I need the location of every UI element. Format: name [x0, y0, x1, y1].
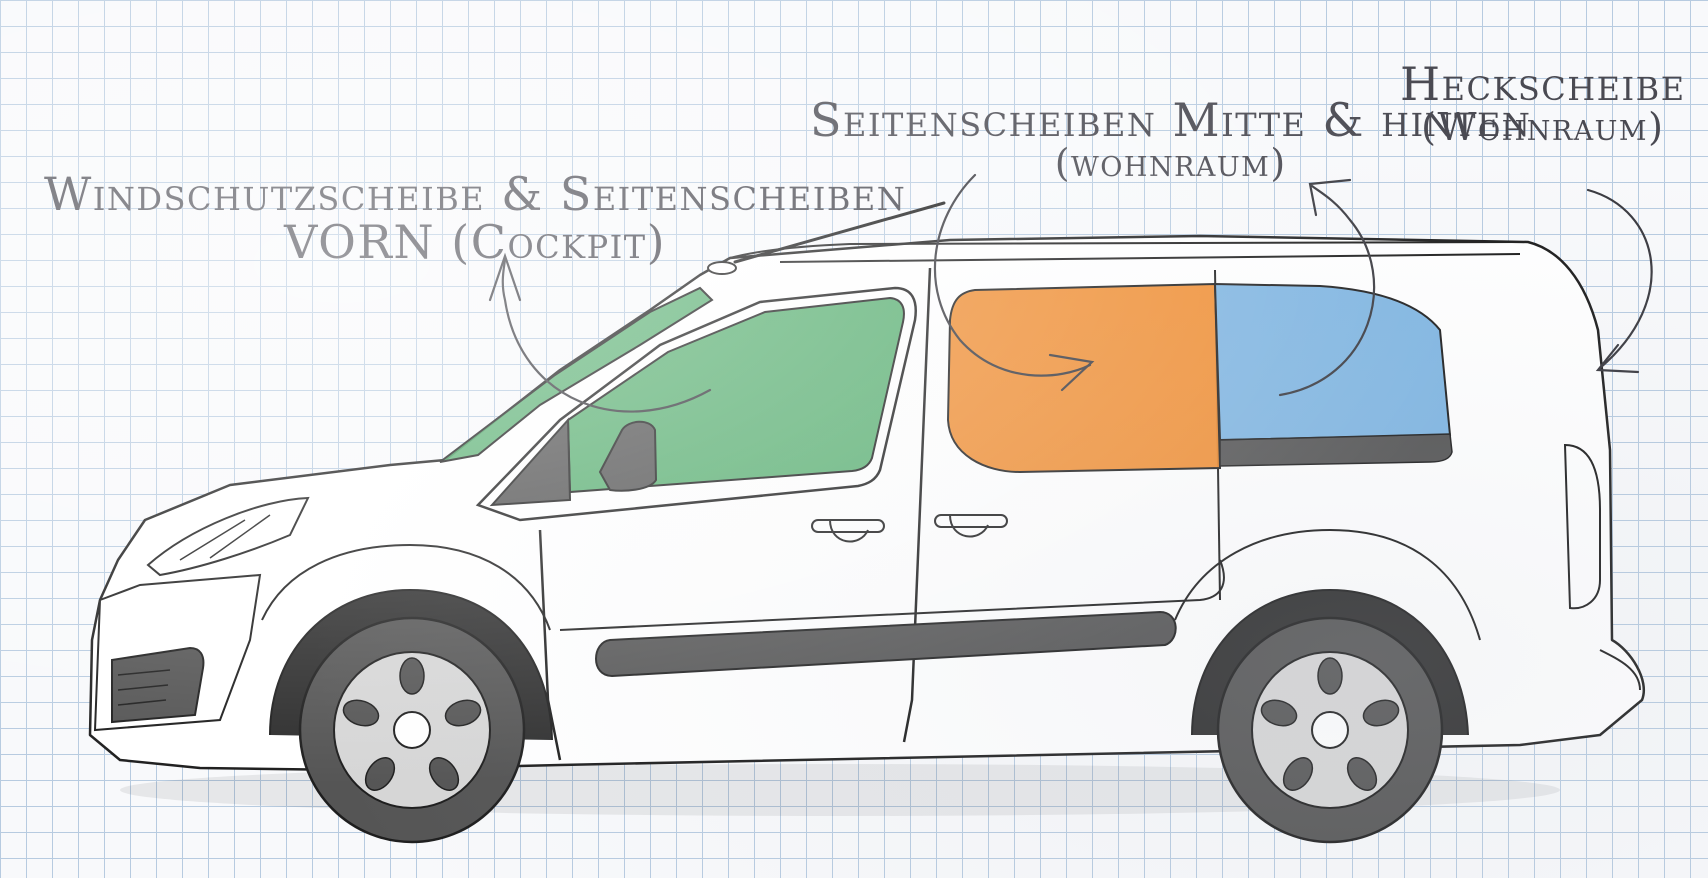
- side-mirror: [598, 420, 658, 492]
- label-front-line-1: Windschutzscheibe & Seitenscheiben: [44, 167, 907, 221]
- rear-window-trim: [1219, 433, 1453, 467]
- rear-bumper: [1599, 649, 1641, 691]
- label-rear-line-1: Heckscheibe: [1400, 57, 1686, 111]
- vent-triangle-glass: [489, 417, 572, 507]
- antenna: [733, 201, 946, 264]
- middle-label-arrow-left: [933, 173, 1095, 392]
- label-rear-window: Heckscheibe (Wohnraum): [1400, 60, 1686, 148]
- label-middle-line-2: (wohnraum): [1054, 141, 1287, 186]
- middle-label-arrow-right: [1278, 178, 1376, 397]
- front-label-arrow: [488, 252, 712, 413]
- front-wheel: [298, 616, 526, 844]
- label-middle-line-1: Seitenscheiben Mitte & hinten: [810, 93, 1532, 147]
- antenna-base: [707, 261, 737, 275]
- label-front-line-2: VORN (Cockpit): [284, 215, 667, 270]
- headlight-inner: [179, 514, 271, 561]
- rear-light: [1563, 443, 1601, 610]
- sliding-door-seam: [902, 267, 932, 743]
- windshield-glass: [439, 286, 714, 463]
- grille-slats: [117, 669, 171, 706]
- rear-arch-flare: [1174, 528, 1481, 641]
- label-middle-rear-side-windows: Seitenscheiben Mitte & hinten (wohnraum): [810, 96, 1531, 184]
- sill-line: [559, 559, 1225, 631]
- middle-side-window-glass: [946, 282, 1222, 474]
- label-rear-line-2: (Wohnraum): [1421, 105, 1665, 150]
- side-protection-strip: [595, 610, 1177, 678]
- front-arch-flare: [261, 543, 551, 631]
- front-door-handle: [811, 519, 885, 543]
- fog-light-grille: [111, 646, 205, 724]
- rear-label-arrow: [1586, 188, 1653, 374]
- rear-wheel: [1216, 616, 1444, 844]
- label-windshield-front-cockpit: Windschutzscheibe & Seitenscheiben VORN …: [44, 170, 906, 267]
- roof-rail: [779, 253, 1521, 263]
- rear-side-window-glass: [1213, 282, 1452, 442]
- sliding-door-handle: [934, 514, 1008, 538]
